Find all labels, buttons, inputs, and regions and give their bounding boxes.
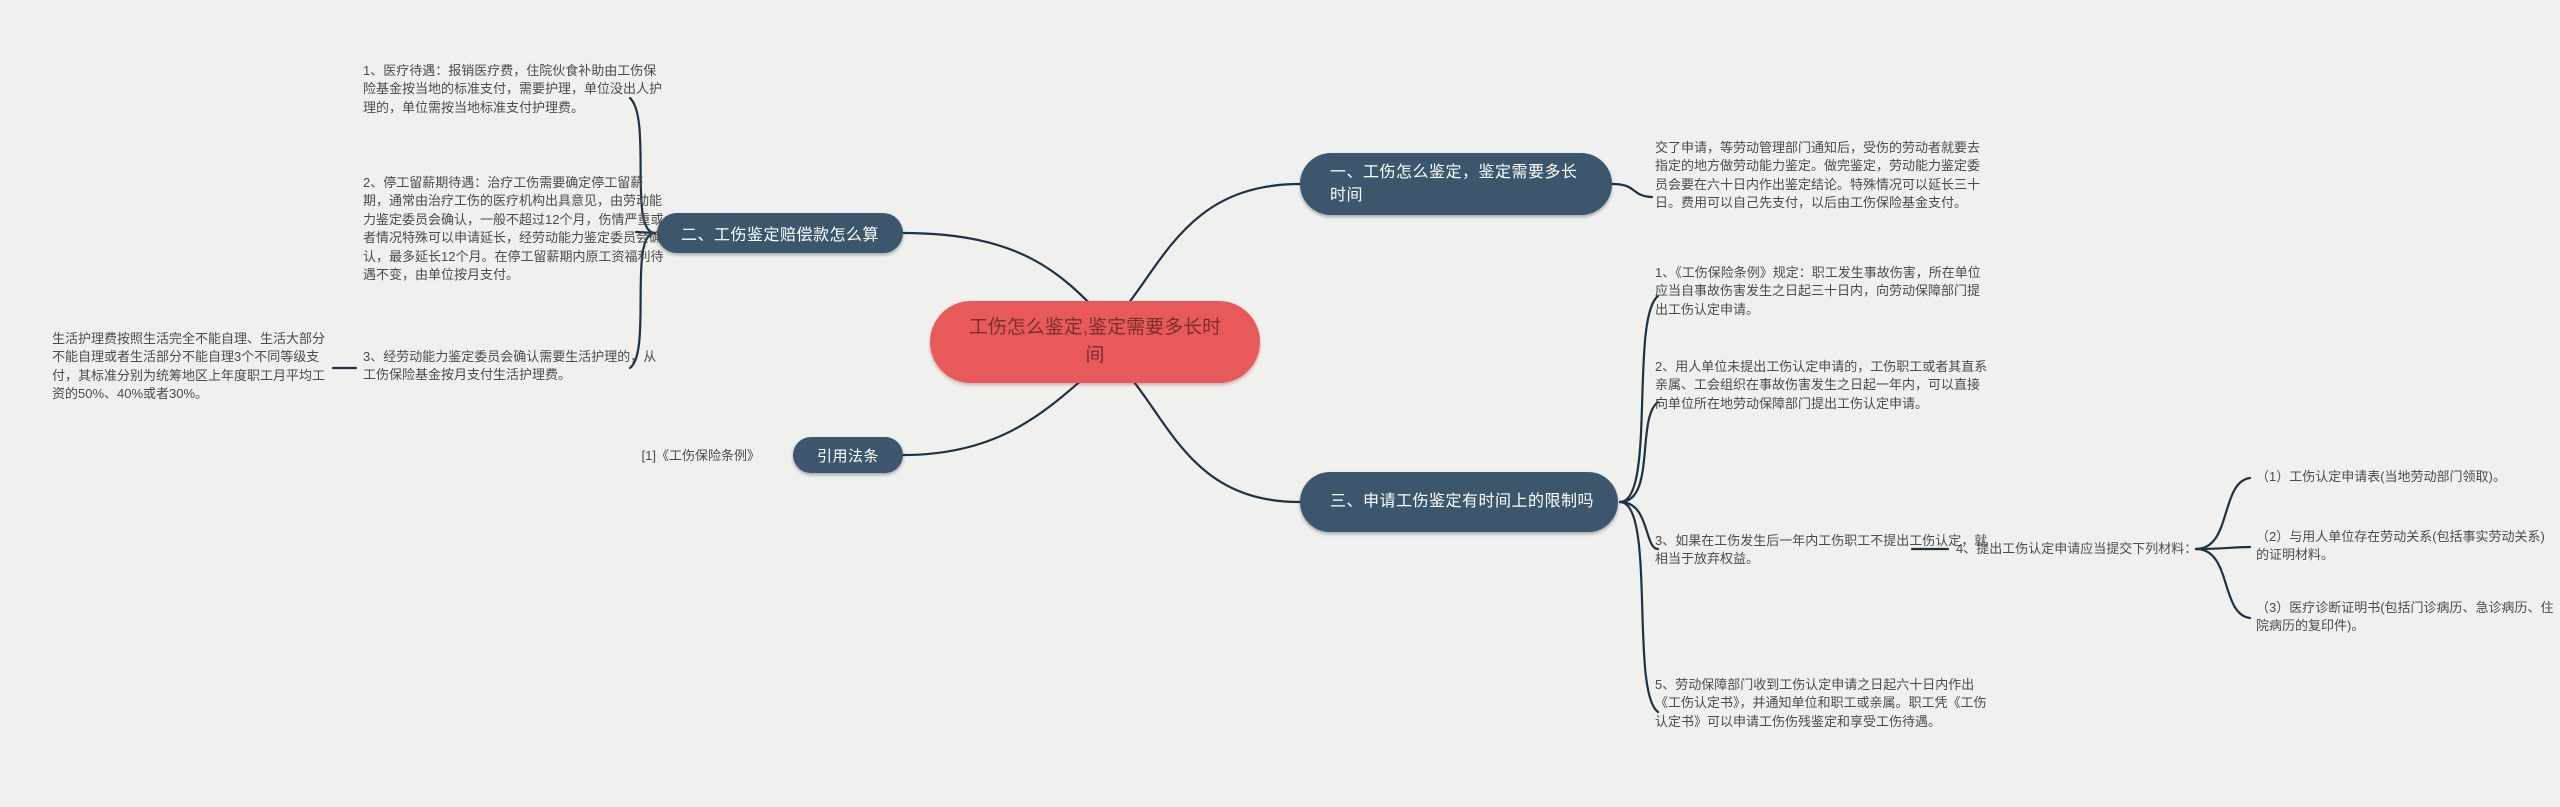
- connector-material-1: [2194, 476, 2252, 551]
- note-how-procedure[interactable]: 交了申请，等劳动管理部门通知后，受伤的劳动者就要去指定的地方做劳动能力鉴定。做完…: [1655, 140, 1981, 211]
- note-suspension-pay[interactable]: 2、停工留薪期待遇：治疗工伤需要确定停工留薪期，通常由治疗工伤的医疗机构出具意见…: [363, 175, 664, 283]
- note-material-labor-relation[interactable]: （2）与用人单位存在劳动关系(包括事实劳动关系)的证明材料。: [2256, 529, 2545, 563]
- central-topic-label: 工伤怎么鉴定,鉴定需要多长时间: [968, 316, 1222, 367]
- note-materials-label[interactable]: 4、提出工伤认定申请应当提交下列材料：: [1956, 541, 2198, 556]
- connector-limit-item1: [1618, 294, 1660, 504]
- branch-node-how-label: 一、工伤怎么鉴定，鉴定需要多长时间: [1330, 163, 1578, 204]
- note-life-care[interactable]: 3、经劳动能力鉴定委员会确认需要生活护理的，从工伤保险基金按月支付生活护理费。: [363, 349, 657, 383]
- branch-node-limit-label: 三、申请工伤鉴定有时间上的限制吗: [1330, 493, 1595, 511]
- connector-limit-item5: [1618, 500, 1660, 714]
- note-medical-treatment[interactable]: 1、医疗待遇：报销医疗费，住院伙食补助由工伤保险基金按当地的标准支付，需要护理，…: [363, 63, 663, 115]
- branch-node-citation-label: 引用法条: [816, 447, 879, 465]
- connector-how-item: [1610, 182, 1654, 199]
- connector-limit-item3: [1618, 500, 1660, 551]
- branch-node-how[interactable]: 一、工伤怎么鉴定，鉴定需要多长时间: [1300, 153, 1612, 215]
- branch-node-limit[interactable]: 三、申请工伤鉴定有时间上的限制吗: [1300, 472, 1618, 532]
- note-limit-one-year[interactable]: 2、用人单位未提出工伤认定申请的，工伤职工或者其直系亲属、工会组织在事故伤害发生…: [1655, 359, 1988, 411]
- note-material-application-form[interactable]: （1）工伤认定申请表(当地劳动部门领取)。: [2256, 469, 2506, 484]
- note-limit-thirty-days[interactable]: 1、《工伤保险条例》规定：职工发生事故伤害，所在单位应当自事故伤害发生之日起三十…: [1655, 265, 1981, 317]
- note-limit-decision[interactable]: 5、劳动保障部门收到工伤认定申请之日起六十日内作出《工伤认定书》，并通知单位和职…: [1655, 677, 1987, 729]
- note-citation-ref[interactable]: [1]《工伤保险条例》: [641, 448, 760, 463]
- branch-node-compensation[interactable]: 二、工伤鉴定赔偿款怎么算: [657, 213, 903, 253]
- note-care-fee-detail[interactable]: 生活护理费按照生活完全不能自理、生活大部分不能自理或者生活部分不能自理3个不同等…: [52, 331, 326, 402]
- branch-node-compensation-label: 二、工伤鉴定赔偿款怎么算: [680, 227, 879, 244]
- connector-material-3: [2194, 547, 2252, 620]
- connector-material-2: [2194, 545, 2252, 551]
- note-material-medical-certificate[interactable]: （3）医疗诊断证明书(包括门诊病历、急诊病历、住院病历的复印件)。: [2256, 600, 2554, 634]
- note-limit-waiver[interactable]: 3、如果在工伤发生后一年内工伤职工不提出工伤认定，就相当于放弃权益。: [1655, 533, 1988, 567]
- central-topic[interactable]: 工伤怎么鉴定,鉴定需要多长时间: [930, 301, 1260, 383]
- connector-limit-item2: [1618, 400, 1660, 504]
- branch-node-citation[interactable]: 引用法条: [793, 437, 903, 473]
